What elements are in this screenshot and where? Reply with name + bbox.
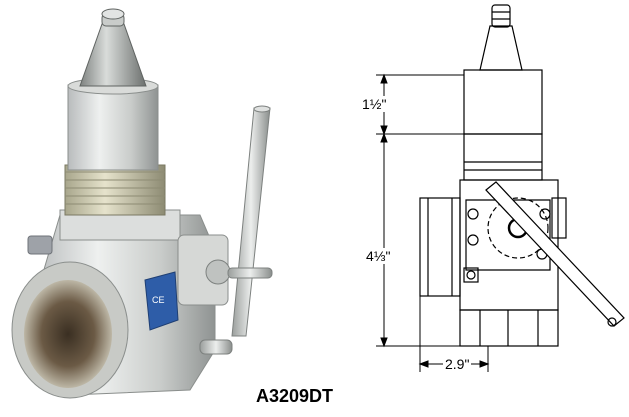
inlet-port <box>11 261 129 399</box>
lever-rod <box>231 105 271 337</box>
model-number: A3209DT <box>256 386 334 406</box>
valve-dimension-drawing <box>376 4 625 372</box>
handle-stub <box>199 339 233 355</box>
dimension-upper-height: 1½" <box>362 96 387 112</box>
valve-photo: CE <box>11 8 273 399</box>
drawing-dashed-circle <box>487 197 549 259</box>
drawing-boss-plate <box>465 199 551 271</box>
drawing-thread-section <box>463 133 543 181</box>
side-boss <box>177 234 231 306</box>
dimension-width: 2.9" <box>443 356 472 372</box>
cone-cap <box>79 8 147 87</box>
drawing-lever <box>485 181 625 327</box>
blue-tag: CE <box>144 271 179 331</box>
left-bolt <box>27 235 53 255</box>
drawing-bolts <box>463 208 551 283</box>
lever-crossbar <box>227 267 273 279</box>
threaded-section <box>64 164 166 216</box>
dimension-lines <box>376 73 490 372</box>
dimension-body-height: 4⅓" <box>366 248 391 264</box>
bonnet <box>67 77 159 171</box>
drawing-body <box>419 179 567 311</box>
drawing-bottom-port <box>459 309 559 347</box>
drawing-upper-cylinder <box>463 69 543 135</box>
drawing-top-nut <box>491 4 511 28</box>
drawing-cone <box>479 25 523 71</box>
svg-text:CE: CE <box>152 295 165 305</box>
